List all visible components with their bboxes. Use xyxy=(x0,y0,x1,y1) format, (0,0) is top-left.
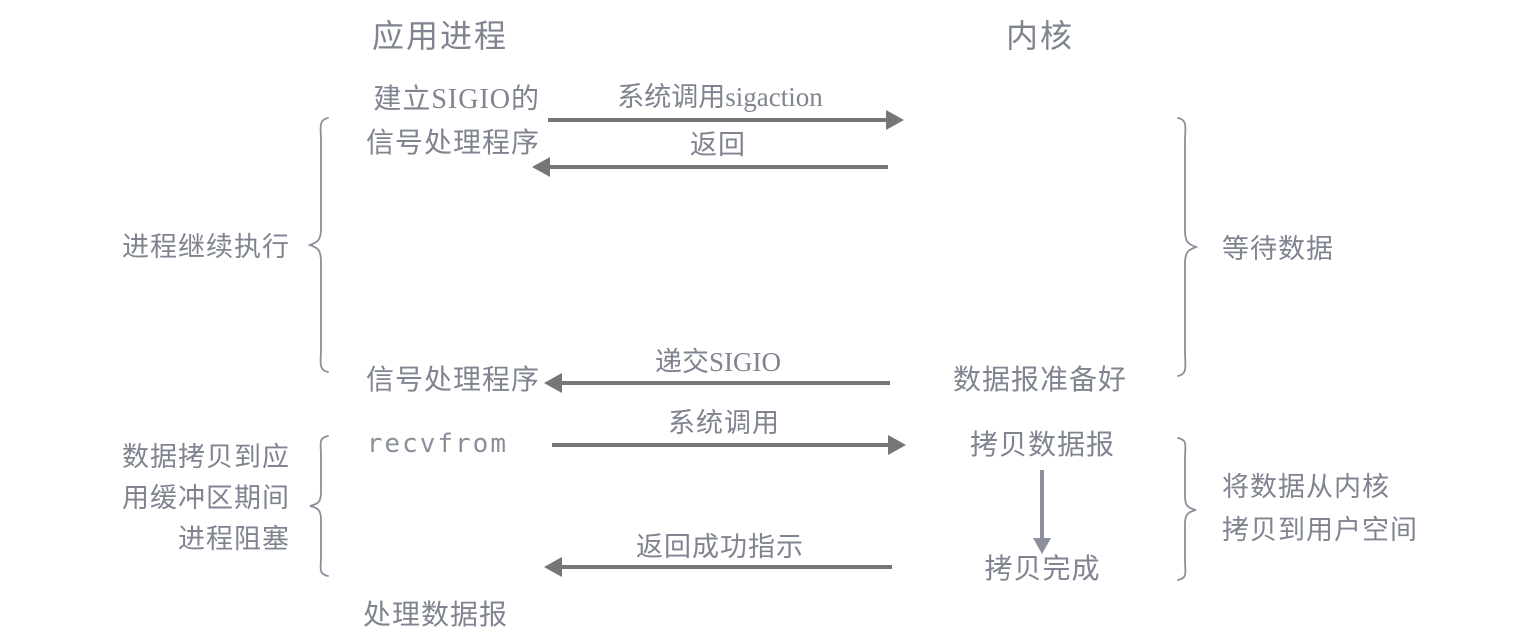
kernel-copy-progress-arrow xyxy=(1033,470,1051,554)
column-title-application: 应用进程 xyxy=(371,18,508,54)
side-note-copy-to-user-line2: 拷贝到用户空间 xyxy=(1222,515,1418,545)
side-note-copy-to-user-line1: 将数据从内核 xyxy=(1222,472,1390,502)
brace-process-blocked xyxy=(304,434,330,578)
brace-wait-data xyxy=(1176,116,1202,378)
side-note-wait-data: 等待数据 xyxy=(1222,234,1334,264)
kernel-node-copy-complete: 拷贝完成 xyxy=(984,554,1101,585)
column-title-kernel: 内核 xyxy=(1005,18,1074,54)
app-node-process-datagram: 处理数据报 xyxy=(362,600,508,631)
app-node-setup-sigio-line2: 信号处理程序 xyxy=(365,128,540,159)
arrow-syscall xyxy=(552,435,906,455)
arrow-label-deliver-sigio: 递交SIGIO xyxy=(655,347,781,377)
app-node-signal-handler: 信号处理程序 xyxy=(365,365,540,396)
arrowhead-right-icon xyxy=(888,435,906,455)
arrowhead-left-icon xyxy=(544,373,562,393)
arrow-label-return-success: 返回成功指示 xyxy=(636,532,804,562)
arrow-return-success xyxy=(544,557,892,577)
kernel-node-datagram-ready: 数据报准备好 xyxy=(952,365,1127,396)
arrow-deliver-sigio xyxy=(544,373,890,393)
arrow-label-return: 返回 xyxy=(690,130,746,160)
arrow-label-syscall: 系统调用 xyxy=(668,408,780,438)
app-node-setup-sigio-line1: 建立SIGIO的 xyxy=(373,84,540,115)
brace-process-continues xyxy=(304,116,330,374)
arrowhead-left-icon xyxy=(544,557,562,577)
kernel-node-copy-datagram: 拷贝数据报 xyxy=(969,430,1115,461)
arrow-return xyxy=(532,157,888,177)
arrowhead-down-icon xyxy=(1033,538,1051,554)
side-note-process-continues: 进程继续执行 xyxy=(122,232,290,262)
side-note-process-blocked-line1: 数据拷贝到应 xyxy=(122,442,290,472)
arrow-sigaction xyxy=(548,110,904,130)
brace-copy-to-user xyxy=(1176,436,1202,582)
arrow-label-sigaction: 系统调用sigaction xyxy=(617,82,823,112)
app-node-recvfrom: recvfrom xyxy=(366,429,508,459)
side-note-process-blocked-line3: 进程阻塞 xyxy=(178,524,290,554)
arrowhead-left-icon xyxy=(532,157,550,177)
side-note-process-blocked-line2: 用缓冲区期间 xyxy=(122,483,290,513)
arrowhead-right-icon xyxy=(886,110,904,130)
